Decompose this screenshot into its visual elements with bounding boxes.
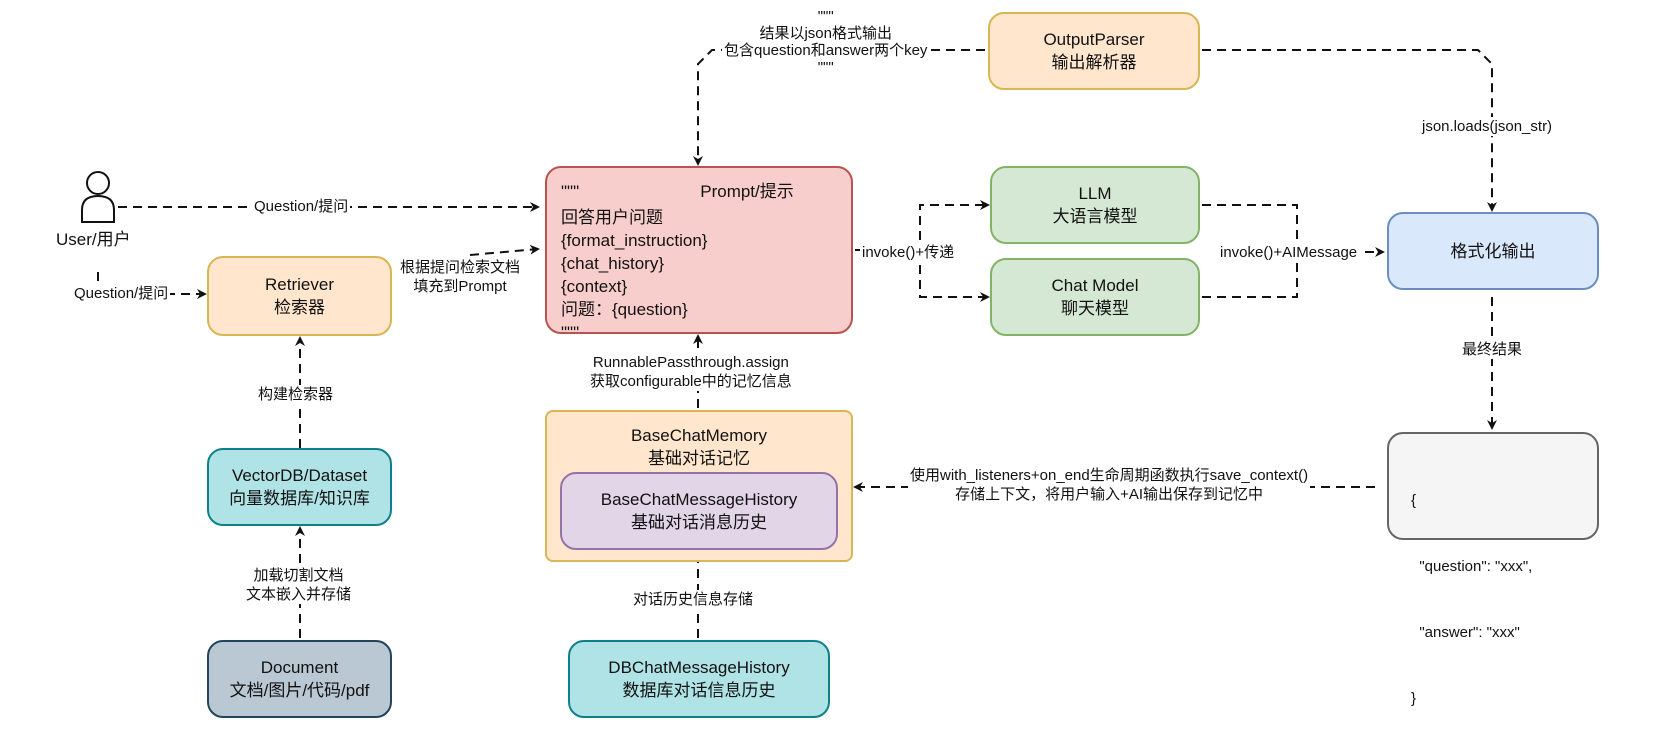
- edge-label-line: 使用with_listeners+on_end生命周期函数执行save_cont…: [910, 467, 1309, 484]
- json-result-body: { "question": "xxx", "answer": "xxx" }: [1411, 446, 1532, 754]
- prompt-open-quotes: """: [561, 182, 580, 201]
- vectordb-node[interactable]: VectorDB/Dataset 向量数据库/知识库: [207, 448, 392, 526]
- prompt-body: 回答用户问题 {format_instruction} {chat_histor…: [561, 206, 707, 344]
- prompt-line: {chat_history}: [561, 254, 665, 273]
- edge-label-invoke-aimessage: invoke()+AIMessage: [1218, 243, 1360, 262]
- formatted-output-node[interactable]: 格式化输出: [1387, 212, 1599, 290]
- edge-label-json-loads: json.loads(json_str): [1420, 117, 1555, 136]
- edge-label-question-to-retriever: Question/提问: [72, 284, 171, 303]
- db-chat-message-history-subtitle: 数据库对话信息历史: [622, 681, 776, 700]
- edge-label-line: RunnablePassthrough.assign: [592, 354, 789, 371]
- edge-label-line: 存储上下文，将用户输入+AI输出保存到记忆中: [955, 486, 1263, 503]
- output-parser-node[interactable]: OutputParser 输出解析器: [988, 12, 1200, 90]
- edge-label-build-retriever: 构建检索器: [256, 385, 336, 404]
- edge-parser-to-output: [1202, 49, 1497, 212]
- edge-label-line: 填充到Prompt: [413, 278, 507, 295]
- edge-label-save-context: 使用with_listeners+on_end生命周期函数执行save_cont…: [908, 466, 1311, 504]
- vectordb-title: VectorDB/Dataset: [231, 466, 368, 485]
- edge-retriever-to-prompt: [469, 244, 540, 285]
- base-chat-memory-title: BaseChatMemory: [630, 426, 768, 445]
- edge-chatmodel-to-output: [1202, 252, 1298, 298]
- edge-label-line: """: [817, 8, 834, 25]
- json-line: }: [1411, 690, 1417, 707]
- retriever-title: Retriever: [265, 275, 334, 294]
- base-chat-message-history-title: BaseChatMessageHistory: [600, 490, 798, 509]
- user-icon: [81, 171, 115, 223]
- document-subtitle: 文档/图片/代码/pdf: [229, 681, 370, 700]
- chat-model-title: Chat Model: [1051, 276, 1139, 295]
- json-line: {: [1411, 492, 1417, 509]
- output-parser-subtitle: 输出解析器: [1051, 53, 1137, 72]
- edge-label-runnable-assign: RunnablePassthrough.assign 获取configurabl…: [588, 353, 794, 391]
- edge-label-line: 根据提问检索文档: [400, 259, 521, 276]
- vectordb-subtitle: 向量数据库/知识库: [229, 489, 370, 508]
- prompt-title: Prompt/提示: [700, 182, 794, 201]
- prompt-node[interactable]: """ Prompt/提示 回答用户问题 {format_instruction…: [545, 166, 853, 342]
- prompt-line: 问题：{question}: [561, 300, 688, 319]
- base-chat-message-history-node[interactable]: BaseChatMessageHistory 基础对话消息历史: [560, 472, 838, 550]
- base-chat-memory-subtitle: 基础对话记忆: [648, 449, 750, 468]
- retriever-subtitle: 检索器: [274, 298, 325, 317]
- edge-label-line: 获取configurable中的记忆信息: [590, 373, 792, 390]
- edge-label-line: 包含question和answer两个key: [724, 42, 928, 59]
- json-line: "question": "xxx",: [1411, 558, 1533, 575]
- prompt-line: {context}: [561, 277, 628, 296]
- llm-node[interactable]: LLM 大语言模型: [990, 166, 1200, 244]
- json-result-node[interactable]: { "question": "xxx", "answer": "xxx" }: [1387, 432, 1599, 707]
- prompt-line: """: [561, 323, 580, 342]
- formatted-output-label: 格式化输出: [1450, 241, 1536, 261]
- prompt-line: {format_instruction}: [561, 231, 708, 250]
- output-parser-title: OutputParser: [1043, 30, 1145, 49]
- base-chat-message-history-subtitle: 基础对话消息历史: [631, 513, 767, 532]
- db-chat-message-history-node[interactable]: DBChatMessageHistory 数据库对话信息历史: [568, 640, 830, 718]
- chat-model-node[interactable]: Chat Model 聊天模型: [990, 258, 1200, 336]
- edge-label-parser-instruction: """ 结果以json格式输出 包含question和answer两个key "…: [722, 8, 930, 76]
- edge-label-retrieve-fill: 根据提问检索文档 填充到Prompt: [398, 258, 523, 296]
- chat-model-subtitle: 聊天模型: [1061, 299, 1129, 318]
- edge-label-line: 文本嵌入并存储: [246, 586, 352, 603]
- edge-label-history-storage: 对话历史信息存储: [631, 590, 756, 609]
- edge-label-question-to-prompt: Question/提问: [252, 197, 351, 216]
- edge-label-line: 结果以json格式输出: [759, 25, 892, 42]
- json-line: "answer": "xxx": [1411, 624, 1520, 641]
- user-label: User/用户: [56, 230, 131, 249]
- edge-prompt-to-chatmodel: [919, 250, 990, 302]
- edge-label-invoke-pass: invoke()+传递: [860, 243, 957, 262]
- edge-label-line: """: [817, 59, 834, 76]
- prompt-line: 回答用户问题: [561, 208, 663, 227]
- db-chat-message-history-title: DBChatMessageHistory: [608, 658, 790, 677]
- document-node[interactable]: Document 文档/图片/代码/pdf: [207, 640, 392, 718]
- llm-subtitle: 大语言模型: [1052, 207, 1138, 226]
- edge-label-final-result: 最终结果: [1460, 340, 1525, 359]
- document-title: Document: [260, 658, 339, 677]
- edge-label-line: 加载切割文档: [253, 567, 344, 584]
- retriever-node[interactable]: Retriever 检索器: [207, 256, 392, 336]
- edge-label-load-split: 加载切割文档 文本嵌入并存储: [244, 566, 354, 604]
- llm-title: LLM: [1078, 184, 1112, 203]
